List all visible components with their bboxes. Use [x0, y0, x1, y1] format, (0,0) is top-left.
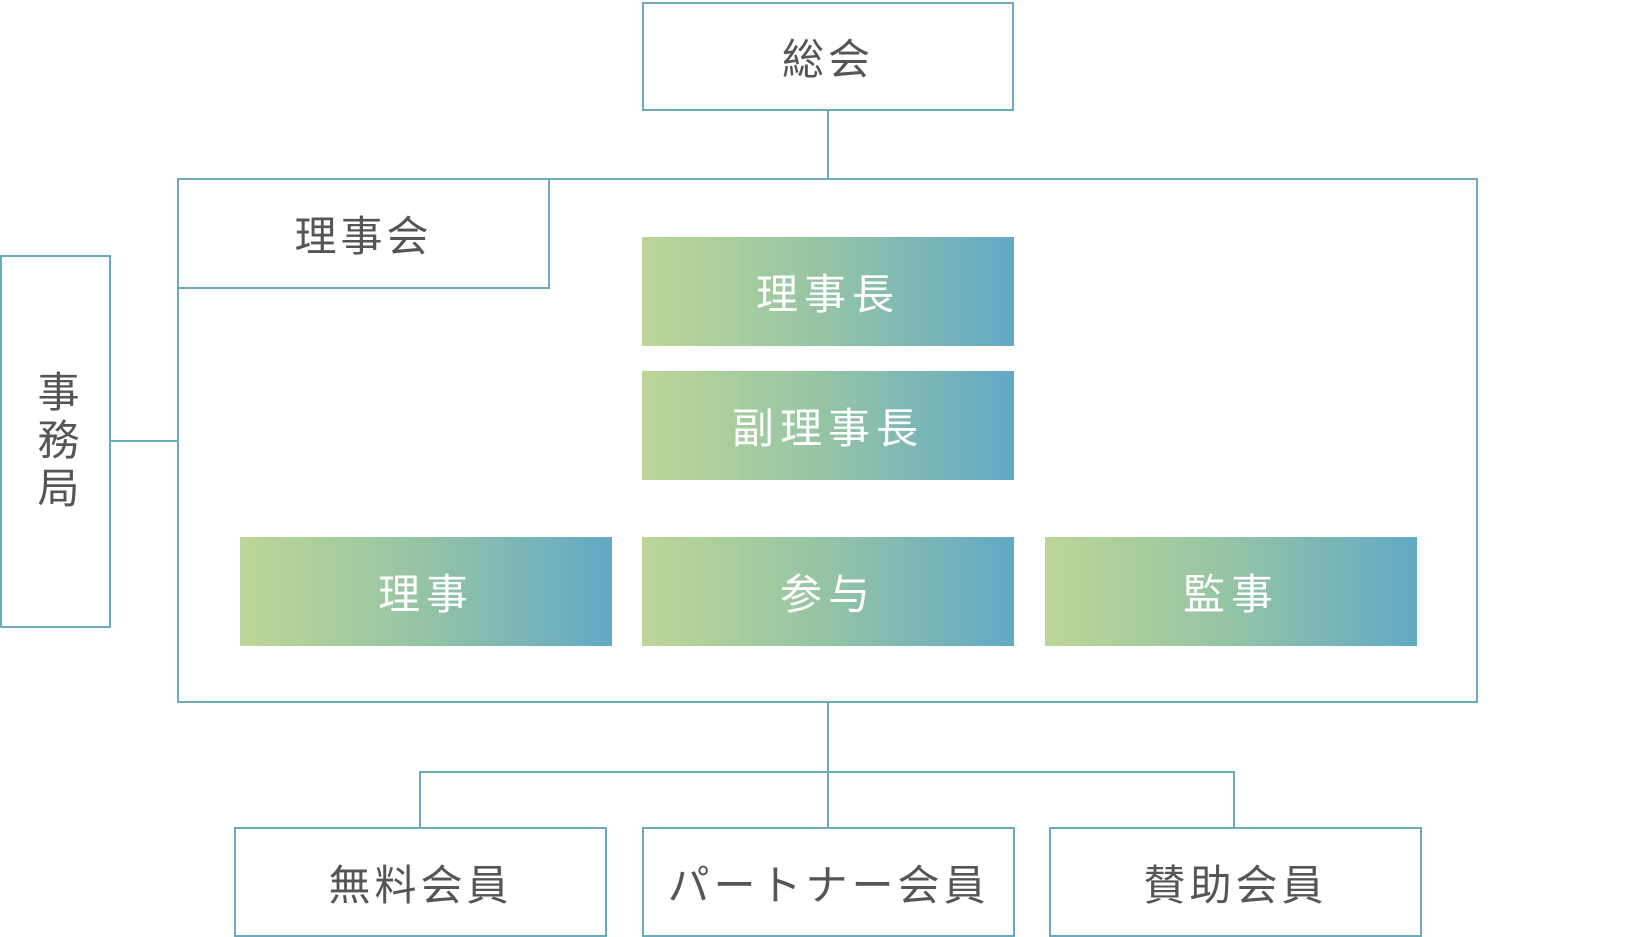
board-label-box: 理事会 [177, 178, 550, 289]
connector-board-to-members [827, 703, 829, 773]
auditor-box: 監事 [1045, 537, 1417, 646]
vice-chairman-box: 副理事長 [642, 371, 1014, 480]
connector-to-partner-member [827, 771, 829, 827]
secretariat-label: 事務局 [31, 369, 80, 514]
connector-to-free-member [419, 771, 421, 827]
connector-assembly-to-board [827, 110, 829, 178]
free-member-box: 無料会員 [234, 827, 607, 937]
councilor-box: 参与 [642, 537, 1014, 646]
chairman-box: 理事長 [642, 237, 1014, 346]
secretariat-box: 事務局 [0, 255, 111, 628]
connector-to-supporting-member [1233, 771, 1235, 827]
supporting-member-box: 賛助会員 [1049, 827, 1422, 937]
partner-member-box: パートナー会員 [642, 827, 1015, 937]
connector-secretariat-to-board [109, 440, 177, 442]
general-assembly-box: 総会 [642, 2, 1014, 111]
board-frame [177, 178, 1478, 703]
director-box: 理事 [240, 537, 612, 646]
